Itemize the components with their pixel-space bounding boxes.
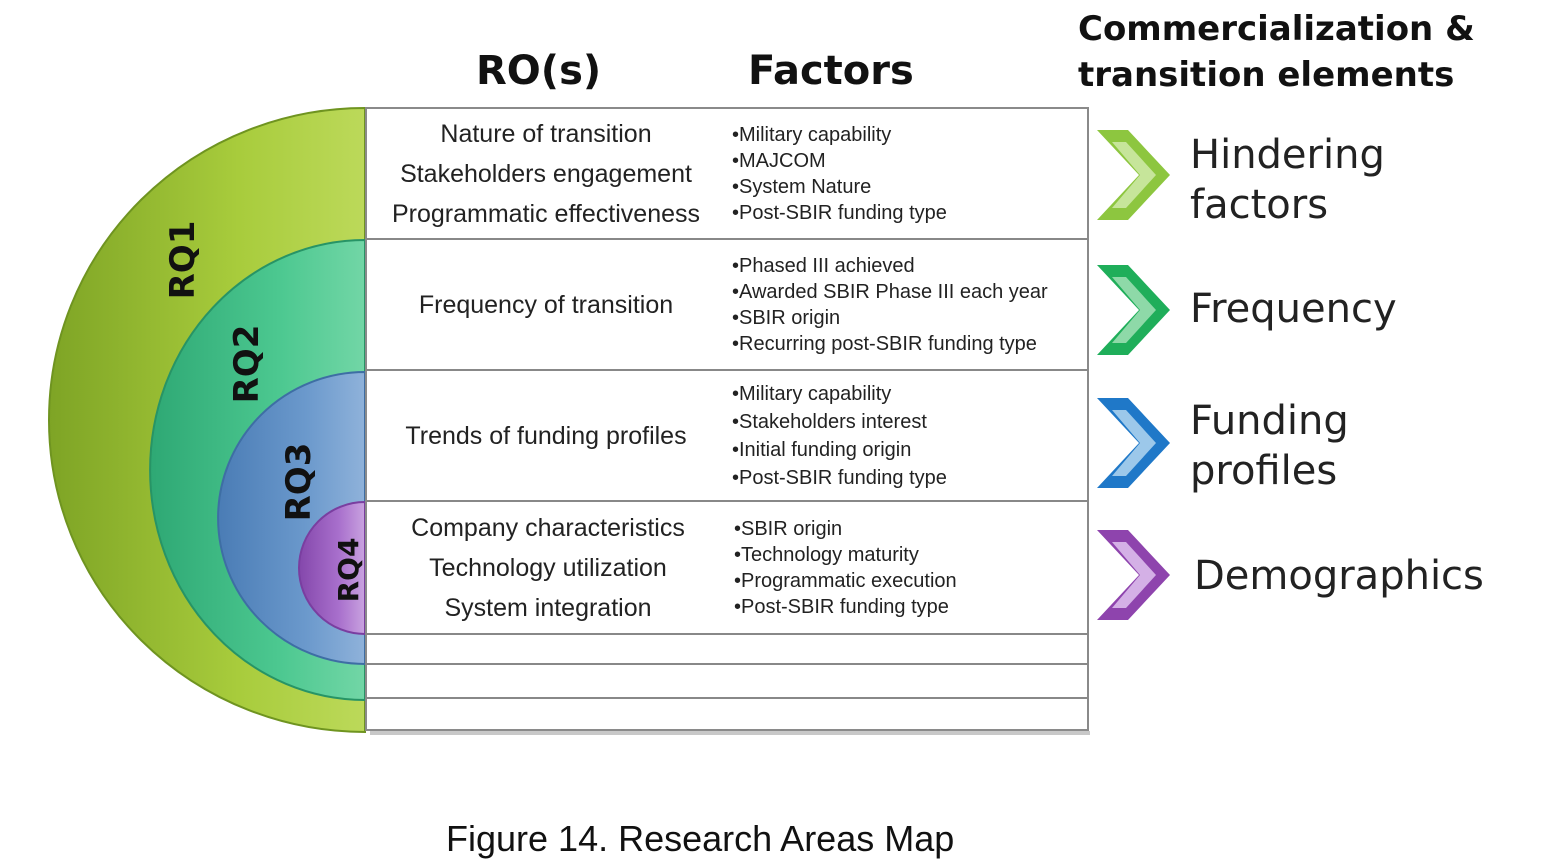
element-line: profiles (1190, 448, 1338, 494)
element-line: Hindering (1190, 132, 1385, 178)
factor-item: •Recurring post-SBIR funding type (732, 333, 1037, 355)
chevron-funding-icon (1097, 398, 1170, 488)
ro-text: Trends of funding profiles (405, 422, 687, 450)
factor-item: •Programmatic execution (734, 570, 957, 592)
element-demographics: Demographics (1194, 551, 1484, 601)
factor-item: •System Nature (732, 176, 872, 198)
rq3-label: RQ3 (279, 443, 319, 522)
chevron-demographics-icon (1097, 530, 1170, 620)
factor-item: •Initial funding origin (732, 439, 912, 461)
table-row: Nature of transition Stakeholders engage… (368, 110, 1086, 238)
ro-text: System integration (444, 594, 652, 622)
ro-cell: Company characteristics Technology utili… (370, 503, 726, 633)
commercialization-header: Commercialization & transition elements (1078, 6, 1475, 98)
factor-item: •Phased III achieved (732, 255, 915, 277)
factor-item: •MAJCOM (732, 150, 826, 172)
chevron-hindering-icon (1097, 130, 1170, 220)
factor-item: •Awarded SBIR Phase III each year (732, 281, 1048, 303)
element-line: Demographics (1194, 553, 1484, 599)
element-line: Frequency (1190, 286, 1397, 332)
element-frequency: Frequency (1190, 284, 1397, 334)
factors-header: Factors (748, 48, 914, 94)
factor-item: •SBIR origin (732, 307, 841, 329)
ro-text: Frequency of transition (418, 291, 674, 319)
ro-header: RO(s) (476, 48, 602, 94)
commercialization-header-line-2: transition elements (1078, 55, 1455, 95)
ro-cell: Trends of funding profiles (368, 372, 724, 500)
factor-item: •Military capability (732, 124, 892, 146)
rq1-label: RQ1 (163, 221, 203, 300)
element-line: factors (1190, 182, 1329, 228)
ro-cell: Nature of transition Stakeholders engage… (368, 110, 724, 238)
factor-item: •Post-SBIR funding type (732, 467, 947, 489)
ro-text: Programmatic effectiveness (392, 200, 700, 228)
factor-item: •Post-SBIR funding type (732, 202, 947, 224)
factor-item: •Technology maturity (734, 544, 919, 566)
factors-cell: •SBIR origin •Technology maturity •Progr… (734, 503, 1082, 633)
factors-cell: •Military capability •MAJCOM •System Nat… (732, 110, 1082, 238)
commercialization-header-line-1: Commercialization & (1078, 9, 1475, 49)
ro-text: Nature of transition (440, 120, 652, 148)
ro-text: Stakeholders engagement (400, 160, 692, 188)
table-frame (365, 107, 1089, 731)
rq2-label: RQ2 (227, 325, 267, 404)
factor-item: •Post-SBIR funding type (734, 596, 949, 618)
rq4-label: RQ4 (332, 538, 365, 603)
ro-cell: Frequency of transition (368, 241, 724, 369)
factor-item: •SBIR origin (734, 518, 843, 540)
element-funding-profiles: Funding profiles (1190, 396, 1349, 496)
figure-caption: Figure 14. Research Areas Map (446, 818, 955, 859)
ro-text: Company characteristics (411, 514, 685, 542)
table-row: Trends of funding profiles •Military cap… (368, 372, 1086, 500)
table-row: Company characteristics Technology utili… (370, 503, 1086, 633)
table-row: Frequency of transition •Phased III achi… (368, 241, 1086, 369)
element-hindering-factors: Hindering factors (1190, 130, 1385, 230)
chevron-frequency-icon (1097, 265, 1170, 355)
rq4-ring (298, 500, 366, 636)
factor-item: •Military capability (732, 383, 892, 405)
element-line: Funding (1190, 398, 1349, 444)
factors-cell: •Military capability •Stakeholders inter… (732, 372, 1082, 500)
factor-item: •Stakeholders interest (732, 411, 927, 433)
ro-text: Technology utilization (429, 554, 667, 582)
factors-cell: •Phased III achieved •Awarded SBIR Phase… (732, 241, 1082, 369)
